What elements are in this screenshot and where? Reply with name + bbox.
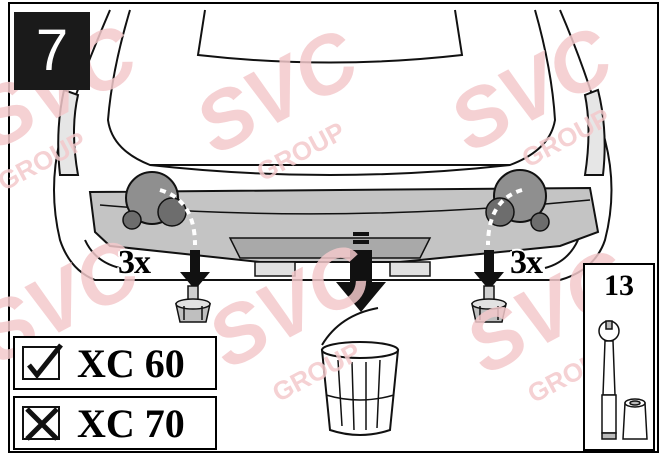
model-xc60-row: XC 60 bbox=[13, 336, 217, 390]
arrow-down-icon bbox=[180, 250, 210, 290]
model-xc70-row: XC 70 bbox=[13, 396, 217, 450]
quantity-right: 3x bbox=[510, 244, 543, 281]
trash-bin-icon bbox=[320, 307, 400, 436]
bolt-icon bbox=[471, 285, 507, 323]
page-frame bbox=[8, 2, 659, 453]
arrow-down-icon bbox=[336, 232, 386, 312]
model-label: XC 70 bbox=[77, 401, 185, 446]
tool-panel: 13 bbox=[583, 263, 655, 451]
socket-wrench-icon bbox=[598, 320, 648, 440]
model-label: XC 60 bbox=[77, 341, 185, 386]
check-icon bbox=[22, 343, 63, 380]
left-mount bbox=[122, 171, 187, 230]
cross-icon bbox=[22, 406, 60, 441]
right-mount bbox=[485, 169, 550, 232]
bumper-beam bbox=[88, 186, 600, 277]
arrow-down-icon bbox=[474, 250, 504, 290]
tool-size: 13 bbox=[604, 269, 634, 302]
step-number: 7 bbox=[14, 12, 90, 90]
bolt-icon bbox=[175, 285, 211, 323]
quantity-left: 3x bbox=[118, 244, 151, 281]
car-body bbox=[53, 9, 613, 281]
removal-path-left bbox=[159, 188, 197, 246]
